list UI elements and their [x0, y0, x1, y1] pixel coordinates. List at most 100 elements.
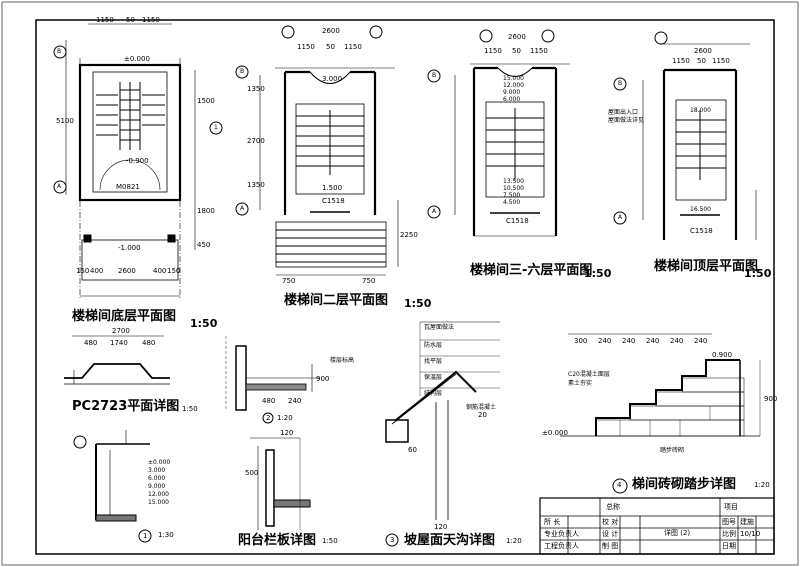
steps-dim-3: 240	[622, 337, 636, 345]
steps-elev-top: 0.900	[712, 351, 733, 359]
d2-dim-1: 480	[262, 397, 276, 405]
balcony-dim-1: 120	[280, 429, 294, 437]
gf-dim-bot-3: 2600	[118, 267, 136, 275]
tb-right-3: 比例	[722, 530, 736, 538]
gf-door: M0821	[116, 183, 140, 191]
tf-elev-landing-4: 6.000	[503, 96, 521, 103]
tf-dim-top-4: 1150	[530, 47, 548, 55]
sf-dim-left-3: 1350	[247, 181, 265, 189]
eave-callout: 3	[390, 536, 395, 544]
d2-dim-3: 900	[316, 375, 330, 383]
tpf-dim-top-4: 1150	[712, 57, 730, 65]
tpf-note-1: 屋面出入口	[608, 109, 639, 116]
balcony-detail	[250, 437, 311, 530]
sf-axis-b: B	[240, 68, 245, 75]
ground-floor-title: 楼梯间底层平面图	[72, 309, 177, 324]
tf-elev-floor-3: 7.500	[503, 192, 521, 199]
tf-elev-floor-1: 13.500	[503, 178, 524, 185]
eave-title: 坡屋面天沟详图	[404, 533, 496, 548]
tf-axis-a: A	[432, 208, 437, 215]
tpf-elev-landing: 18.000	[690, 107, 711, 114]
tf-elev-landing-1: 15.000	[503, 75, 524, 82]
top-floor-scale: 1:50	[744, 267, 772, 280]
gf-callout: 1	[214, 124, 218, 131]
tf-elev-floor-2: 10.500	[503, 185, 524, 192]
tpf-elev-floor: 16.500	[690, 206, 711, 213]
detail-1	[73, 430, 152, 543]
steps-title: 梯间砖砌踏步详图	[632, 477, 737, 492]
eave-detail	[385, 321, 500, 547]
steps-scale: 1:20	[754, 481, 770, 489]
steps-dim-2: 240	[598, 337, 612, 345]
tpf-axis-a: A	[618, 214, 623, 221]
eave-layer-5: 结构层	[424, 390, 443, 397]
gf-dim-top-3: 1150	[142, 16, 160, 24]
sf-dim-top-3: 50	[326, 43, 335, 51]
eave-layer-1: 瓦屋面做法	[424, 324, 455, 331]
tf-elev-floor-4: 4.500	[503, 199, 521, 206]
pc-scale: 1:50	[182, 405, 198, 413]
eave-layer-6: 钢筋混凝土	[466, 404, 497, 411]
tb-sheet-title: 详图 (2)	[664, 529, 691, 537]
typical-floor-plan	[427, 29, 570, 237]
title-block	[539, 497, 775, 555]
d2-dim-2: 240	[288, 397, 302, 405]
tf-dim-top-3: 50	[512, 47, 521, 55]
tpf-axis-b: B	[618, 80, 623, 87]
tf-window: C1518	[506, 217, 529, 225]
ground-floor-scale: 1:50	[190, 317, 218, 330]
gf-axis-b: B	[57, 48, 62, 55]
gf-dim-bot-4: 400	[153, 267, 167, 275]
tb-label-2: 专业负责人	[544, 530, 579, 538]
balcony-title: 阳台栏板详图	[238, 533, 317, 548]
d2-callout: 2	[266, 414, 271, 422]
eave-layer-2: 防水层	[424, 342, 443, 349]
d2-scale: 1:20	[277, 414, 293, 422]
d1-elev-4: 9.000	[148, 483, 166, 490]
typical-floor-title: 楼梯间三-六层平面图	[470, 263, 593, 278]
tpf-note-2: 屋面做法详见	[608, 117, 645, 124]
sf-dim-top-4: 1150	[344, 43, 362, 51]
top-floor-plan	[613, 31, 757, 240]
gf-dim-right-2: 1800	[197, 207, 215, 215]
pc-dim-2: 480	[84, 339, 98, 347]
sf-dim-left-1: 1350	[247, 85, 265, 93]
typical-floor-scale: 1:50	[584, 267, 612, 280]
sf-dim-left-2: 2700	[247, 137, 265, 145]
steps-right-dim: 900	[764, 395, 778, 403]
steps-dim-4: 240	[646, 337, 660, 345]
pc-title: PC2723平面详图	[72, 399, 180, 414]
d1-elev-6: 15.000	[148, 499, 169, 506]
brick-steps-detail	[560, 333, 761, 494]
tb-sheet-no: 10/10	[740, 530, 761, 538]
tb-project: 项目	[724, 503, 738, 511]
steps-note-3: 踏步砖砌	[660, 447, 685, 454]
tpf-window: C1518	[690, 227, 713, 235]
second-floor-scale: 1:50	[404, 297, 432, 310]
tf-axis-b: B	[432, 72, 437, 79]
pc2723-detail	[64, 335, 170, 385]
d2-note: 楼层标高	[330, 357, 355, 364]
d1-elev-5: 12.000	[148, 491, 169, 498]
eave-layer-4: 保温层	[424, 374, 443, 381]
gf-dim-right-3: 450	[197, 241, 211, 249]
ground-floor-plan	[53, 23, 223, 300]
sf-dim-top-1: 2600	[322, 27, 340, 35]
d1-elev-3: 6.000	[148, 475, 166, 482]
tpf-dim-top-2: 1150	[672, 57, 690, 65]
tb-right-1: 图号	[722, 518, 736, 526]
steps-dim-1: 300	[574, 337, 588, 345]
tb-label-3: 工程负责人	[544, 542, 579, 550]
inner-border	[35, 19, 775, 555]
tb-label-6: 制 图	[602, 542, 619, 550]
steps-elev-bot: ±0.000	[542, 429, 568, 437]
eave-dim-1: 20	[478, 411, 487, 419]
balcony-dim-2: 500	[245, 469, 259, 477]
second-floor-plan	[235, 25, 399, 276]
sf-window: C1518	[322, 197, 345, 205]
tb-total: 总称	[606, 503, 620, 511]
tf-elev-landing-2: 12.000	[503, 82, 524, 89]
sf-elev-floor: 1.500	[322, 184, 343, 192]
